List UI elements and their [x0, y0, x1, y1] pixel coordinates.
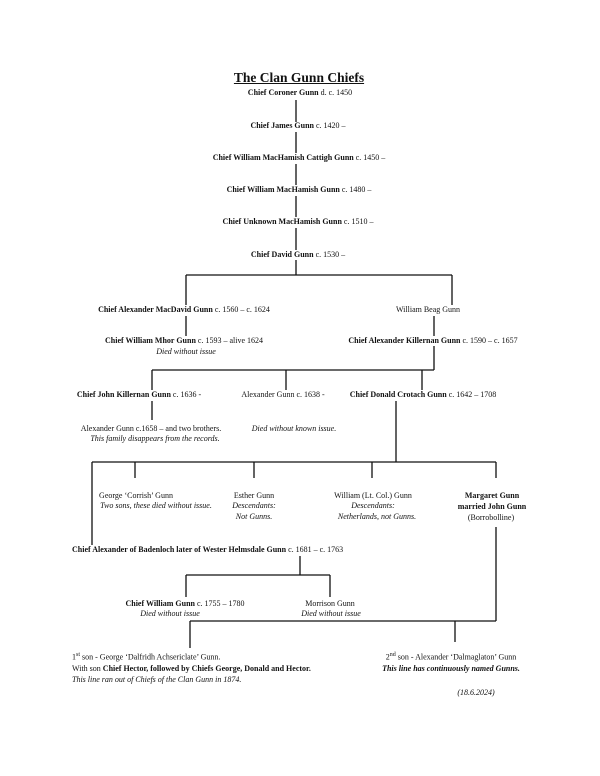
- node-george-corrish-gunn: George ‘Corrish’ Gunn: [99, 491, 173, 500]
- node-name: Chief David Gunn: [250, 250, 314, 259]
- node-note: Descendants:: [351, 501, 395, 510]
- node-william-machamish-gunn: Chief William MacHamish Gunn c. 1480 –: [227, 185, 372, 194]
- node-dates: c. 1560 – c. 1624: [212, 305, 270, 314]
- node-margaret-place: (Borrobolline): [467, 513, 515, 522]
- node-david-gunn: Chief David Gunn c. 1530 –: [251, 250, 345, 259]
- node-name: Chief Unknown MacHamish Gunn: [222, 217, 342, 226]
- node-note: Died without issue: [301, 609, 361, 618]
- node-dates: c. 1636 -: [170, 390, 202, 399]
- node-note: Not Gunns.: [235, 512, 273, 521]
- document-date: (18.6.2024): [457, 688, 495, 697]
- node-margaret-gunn: Margaret Gunn: [464, 491, 520, 500]
- node-alexander-of-badenloch-gunn: Chief Alexander of Badenloch later of We…: [72, 545, 343, 554]
- node-margaret-married: married John Gunn: [457, 502, 527, 511]
- node-first-son-line: With son Chief Hector, followed by Chief…: [72, 664, 311, 673]
- node-note: Descendants:: [232, 501, 276, 510]
- node-name: Chief William MacHamish Gunn: [226, 185, 340, 194]
- node-name: Chief William Gunn: [125, 599, 195, 608]
- node-dates: c. 1530 –: [313, 250, 346, 259]
- node-name: Chief Donald Crotach Gunn: [349, 390, 447, 399]
- node-note: This line ran out of Chiefs of the Clan …: [72, 675, 242, 684]
- node-second-son-line: This line has continuously named Gunns.: [382, 664, 520, 673]
- node-john-killernan-gunn: Chief John Killernan Gunn c. 1636 -: [77, 390, 201, 399]
- node-name: Chief James Gunn: [250, 121, 314, 130]
- node-dates: c. 1755 – 1780: [194, 599, 245, 608]
- node-william-beag-gunn: William Beag Gunn: [395, 305, 461, 314]
- node-dates: c. 1420 –: [314, 121, 346, 130]
- node-donald-crotach-gunn: Chief Donald Crotach Gunn c. 1642 – 1708: [350, 390, 497, 399]
- node-william-gunn-1755: Chief William Gunn c. 1755 – 1780: [125, 599, 244, 608]
- node-dates: c. 1480 –: [339, 185, 372, 194]
- node-unknown-machamish-gunn: Chief Unknown MacHamish Gunn c. 1510 –: [223, 217, 374, 226]
- node-note: Died without issue: [156, 347, 216, 356]
- node-william-mhor-gunn: Chief William Mhor Gunn c. 1593 – alive …: [105, 336, 263, 345]
- node-name: Chief William MacHamish Cattigh Gunn: [212, 153, 354, 162]
- node-dates: c. 1510 –: [341, 217, 374, 226]
- node-alexander-gunn-1658: Alexander Gunn c.1658 – and two brothers…: [80, 424, 222, 433]
- node-note: This family disappears from the records.: [90, 434, 220, 443]
- node-dates: c. 1593 – alive 1624: [195, 336, 264, 345]
- node-second-son-alexander: 2nd son - Alexander ‘Dalmaglaton’ Gunn: [385, 652, 517, 662]
- node-dates: c. 1681 – c. 1763: [286, 545, 344, 554]
- node-name: Chief William Mhor Gunn: [104, 336, 196, 345]
- node-name: Chief John Killernan Gunn: [76, 390, 171, 399]
- node-name: Chief Alexander of Badenloch later of We…: [72, 545, 287, 554]
- node-name: Chief Alexander Killernan Gunn: [348, 336, 461, 345]
- node-first-son-george: 1st son - George ‘Dalfridh Achsericlate’…: [72, 652, 221, 662]
- node-dates: c. 1450 –: [353, 153, 386, 162]
- node-note: Died without known issue.: [251, 424, 337, 433]
- node-dates: c. 1590 – c. 1657: [460, 336, 518, 345]
- node-morrison-gunn: Morrison Gunn: [305, 599, 355, 608]
- node-note: Two sons, these died without issue.: [100, 501, 212, 510]
- node-dates: c. 1642 – 1708: [446, 390, 497, 399]
- node-william-ltcol-gunn: William (Lt. Col.) Gunn: [334, 491, 412, 500]
- node-alexander-macdavid-gunn: Chief Alexander MacDavid Gunn c. 1560 – …: [98, 305, 270, 314]
- node-alexander-killernan-gunn: Chief Alexander Killernan Gunn c. 1590 –…: [348, 336, 517, 345]
- node-coroner-gunn: Chief Coroner Gunn d. c. 1450: [248, 88, 352, 97]
- node-name: Chief Alexander MacDavid Gunn: [98, 305, 213, 314]
- node-note: Netherlands, not Gunns.: [337, 512, 417, 521]
- node-name: Chief Coroner Gunn: [247, 88, 319, 97]
- node-note: Died without issue: [140, 609, 200, 618]
- page-title: The Clan Gunn Chiefs: [233, 70, 365, 85]
- node-james-gunn: Chief James Gunn c. 1420 –: [250, 121, 345, 130]
- node-esther-gunn: Esther Gunn: [233, 491, 275, 500]
- node-dates: d. c. 1450: [318, 88, 353, 97]
- node-alexander-gunn-1638: Alexander Gunn c. 1638 -: [241, 390, 325, 399]
- node-william-machamish-cattigh-gunn: Chief William MacHamish Cattigh Gunn c. …: [213, 153, 386, 162]
